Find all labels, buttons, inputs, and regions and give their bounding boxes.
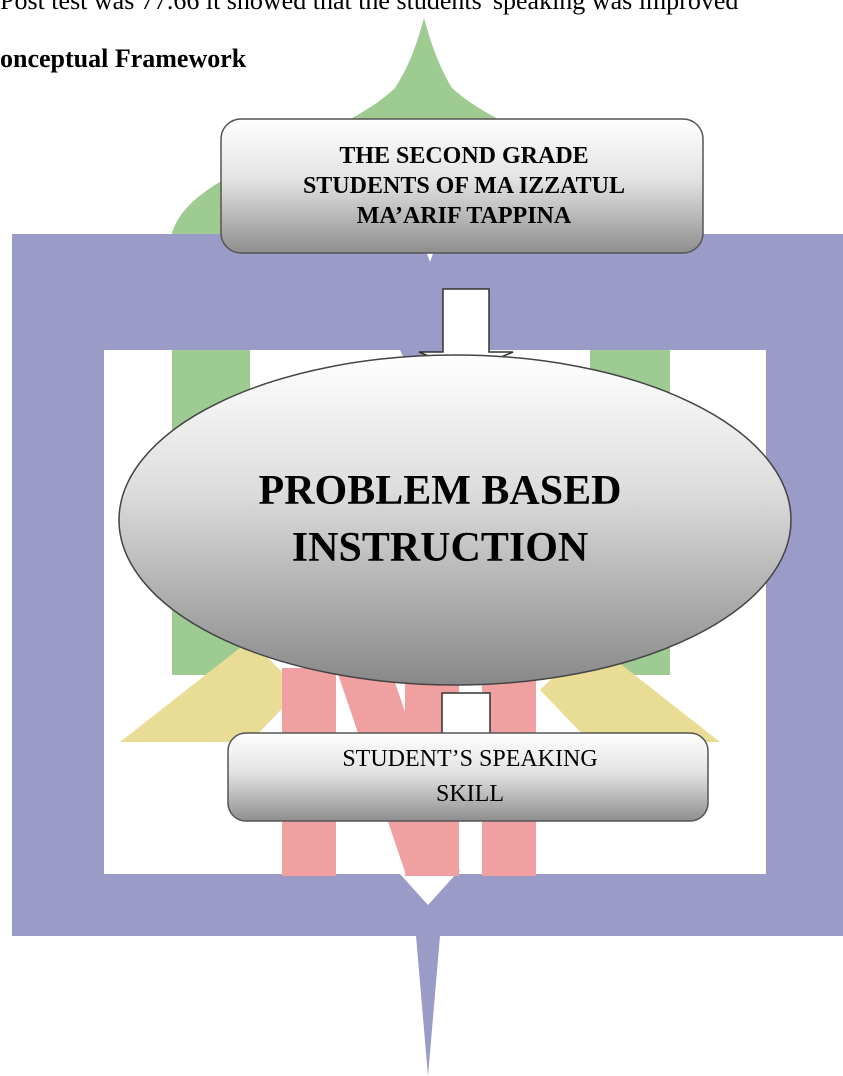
- bottom-box-label: STUDENT’S SPEAKING SKILL: [232, 737, 708, 817]
- ellipse-line-2: INSTRUCTION: [291, 525, 589, 571]
- top-box-line-1: THE SECOND GRADE: [339, 143, 589, 169]
- problem-based-instruction-ellipse: [118, 354, 792, 686]
- top-box-line-3: MA’ARIF TAPPINA: [356, 203, 572, 229]
- body-text-line: Post test was 77.66 it showed that the s…: [0, 0, 739, 15]
- top-box-line-2: STUDENTS OF MA IZZATUL: [302, 173, 626, 199]
- top-box-label: THE SECOND GRADE STUDENTS OF MA IZZATUL …: [225, 121, 703, 251]
- top-box: [220, 118, 704, 254]
- section-heading: onceptual Framework: [0, 44, 247, 73]
- bottom-box: [227, 732, 709, 822]
- ellipse-label: PROBLEM BASED INSTRUCTION: [200, 450, 680, 590]
- bottom-box-line-1: STUDENT’S SPEAKING: [342, 746, 598, 773]
- bottom-box-line-2: SKILL: [436, 781, 504, 807]
- ellipse-line-1: PROBLEM BASED: [258, 468, 622, 515]
- watermark-left-wing: [120, 640, 300, 742]
